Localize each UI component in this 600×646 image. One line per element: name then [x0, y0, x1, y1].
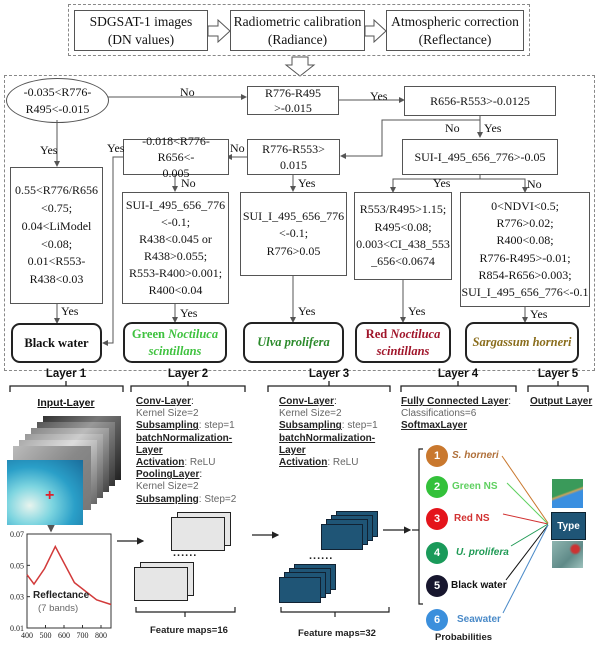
output-map-image-bottom: [552, 541, 583, 568]
edge-label-no: No: [181, 176, 196, 190]
layer-2-description: Conv-Layer: Kernel Size=2 Subsampling: s…: [136, 396, 237, 505]
node-r656-r553: R656-R553>-0.0125: [404, 86, 556, 116]
edge-label-yes: Yes: [298, 176, 316, 190]
class-1-badge: 1: [426, 445, 448, 467]
layer-1-title: Layer 1: [45, 368, 87, 380]
layer-2-title: Layer 2: [167, 368, 209, 380]
layer-braces: [9, 381, 589, 392]
class-5-badge: 5: [426, 575, 448, 597]
node-r776-r495: R776-R495 >-0.015: [247, 86, 339, 115]
node-sui: SUI-I_495_656_776>-0.05: [402, 139, 558, 175]
result-green-noctiluca: Green Noctiluca scintillans: [123, 322, 227, 363]
step-atmospheric-correction: Atmospheric correction (Reflectance): [386, 10, 524, 51]
ellipsis: ......: [309, 550, 334, 562]
edge-label-yes: Yes: [408, 304, 426, 318]
layer-3-title: Layer 3: [308, 368, 350, 380]
hollow-arrow-down: [284, 56, 316, 77]
feature-map: [321, 524, 363, 550]
root-condition: -0.035<R776- R495<-0.015: [6, 78, 109, 123]
edge-label-yes: Yes: [107, 141, 125, 155]
reflectance-bands-annotation: (7 bands): [38, 603, 79, 614]
feature-maps-16-label: Feature maps=16: [150, 625, 228, 636]
class-5-label: Black water: [451, 580, 507, 591]
class-6-label: Seawater: [457, 614, 501, 625]
class-3-badge: 3: [426, 508, 448, 530]
cond-black-water: 0.55<R776/R656 <0.75; 0.04<LiModel <0.08…: [10, 167, 103, 304]
edge-label-yes: Yes: [433, 176, 451, 190]
ellipsis: ......: [173, 547, 198, 559]
layer-5-description: Output Layer: [530, 396, 593, 407]
probabilities-label: Probabilities: [435, 632, 493, 643]
class-2-label: Green NS: [452, 481, 498, 492]
layer-3-description: Conv-Layer: Kernel Size=2 Subsampling: s…: [279, 396, 378, 469]
node-r776-r553: R776-R553> 0.015: [247, 139, 340, 175]
layer-4-title: Layer 4: [437, 368, 479, 380]
step-radiometric-calibration: Radiometric calibration (Radiance): [230, 10, 365, 51]
output-type-box: Type: [551, 512, 586, 540]
result-sargassum-horneri: Sargassum horneri: [465, 322, 579, 363]
hollow-arrow-1: [207, 18, 231, 44]
result-black-water: Black water: [11, 323, 102, 363]
output-map-image-top: [552, 479, 583, 508]
edge-label-no: No: [527, 177, 542, 191]
rgb-satellite-image: [7, 460, 83, 525]
edge-label-yes: Yes: [530, 307, 548, 321]
edge-label-no: No: [445, 121, 460, 135]
class-2-badge: 2: [426, 476, 448, 498]
crosshair-icon: +: [45, 487, 55, 504]
class-1-label: S. horneri: [452, 450, 499, 461]
result-ulva-prolifera: Ulva prolifera: [243, 322, 344, 363]
cond-red-noctiluca: R553/R495>1.15; R495<0.08; 0.003<CI_438_…: [354, 192, 452, 280]
input-layer-heading: Input-Layer: [37, 397, 95, 409]
node-r776-r656: -0.018<R776-R656<- 0.005: [123, 134, 229, 180]
preprocessing-group: [68, 4, 530, 56]
edge-label-yes: Yes: [180, 306, 198, 320]
class-4-badge: 4: [426, 542, 448, 564]
class-6-badge: 6: [426, 609, 448, 631]
decision-tree-group: [4, 75, 595, 371]
layer-5-title: Layer 5: [537, 368, 579, 380]
edge-label-yes: Yes: [298, 304, 316, 318]
result-red-noctiluca: Red Noctiluca scintillans: [355, 322, 451, 363]
layer-4-description: Fully Connected Layer: Classifications=6…: [401, 396, 512, 432]
edge-label-yes: Yes: [61, 304, 79, 318]
feature-maps-32-label: Feature maps=32: [298, 628, 376, 639]
cond-green-noctiluca: SUI-I_495_656_776 <-0.1; R438<0.045 or R…: [122, 192, 229, 304]
class-3-label: Red NS: [454, 513, 490, 524]
class-4-label: U. prolifera: [456, 547, 509, 558]
feature-map: [279, 577, 321, 603]
reflectance-annotation: Reflectance: [33, 590, 90, 601]
edge-label-yes: Yes: [484, 121, 502, 135]
step-sdgsat-images: SDGSAT-1 images (DN values): [74, 10, 208, 51]
edge-label-yes: Yes: [40, 143, 58, 157]
cond-ulva-prolifera: SUI_I_495_656_776 <-0.1; R776>0.05: [240, 192, 347, 276]
feature-map: [134, 567, 188, 601]
edge-label-no: No: [180, 85, 195, 99]
hollow-arrow-2: [364, 18, 387, 44]
cond-sargassum: 0<NDVI<0.5; R776>0.02; R400<0.08; R776-R…: [460, 192, 590, 307]
edge-label-yes: Yes: [370, 89, 388, 103]
feature-map: [171, 517, 225, 551]
edge-label-no: No: [230, 141, 245, 155]
